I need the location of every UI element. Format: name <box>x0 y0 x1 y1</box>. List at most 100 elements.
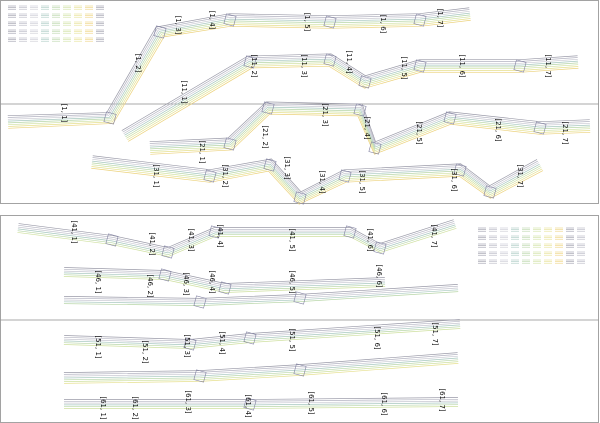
bundle-strand <box>63 397 458 400</box>
joint-box <box>203 169 217 183</box>
bundle-strand <box>123 56 578 134</box>
joint-box <box>413 13 427 27</box>
joint-box <box>153 25 167 39</box>
node-label: [21, 5] <box>415 121 423 145</box>
bundle-strand <box>64 319 460 340</box>
bundle-strand <box>63 276 386 293</box>
bundle-strand <box>63 355 458 377</box>
joint-box <box>413 59 427 73</box>
bundle-chain-41 <box>17 219 457 259</box>
bundle-strand <box>18 222 455 252</box>
node-label: [41, 1] <box>70 220 78 244</box>
node-label: [51, 3] <box>183 334 191 358</box>
bundle-strand <box>122 55 578 133</box>
joint-box <box>293 363 307 377</box>
joint-box <box>223 137 237 151</box>
joint-box <box>243 331 257 345</box>
node-label: [41, 6] <box>366 228 374 252</box>
node-label: [51, 4] <box>218 331 226 355</box>
bundle-chain-46b <box>63 284 459 309</box>
joint-box <box>263 158 277 172</box>
joint-box <box>243 55 257 69</box>
legend-top-left <box>8 5 104 42</box>
bundle-strand <box>64 322 460 344</box>
bundle-strand <box>64 320 460 342</box>
bundle-strand <box>149 105 590 146</box>
node-label: [1, 1] <box>60 104 68 123</box>
node-label: [61, 2] <box>131 396 139 420</box>
joint-box <box>373 241 387 255</box>
node-label: [51, 7] <box>431 322 439 346</box>
node-label: [1, 6] <box>379 15 387 34</box>
joint-box <box>261 101 275 115</box>
node-label: [41, 7] <box>430 224 438 248</box>
node-label: [1, 7] <box>436 9 444 28</box>
bundle-strand <box>7 12 470 122</box>
node-label: [61, 3] <box>184 390 192 414</box>
joint-box <box>453 163 467 177</box>
node-label: [1, 4] <box>208 11 216 30</box>
bundle-strand <box>8 19 471 129</box>
joint-box <box>293 291 307 305</box>
bundle-chain-11 <box>121 53 579 142</box>
node-label: [61, 6] <box>380 392 388 416</box>
bundle-strand <box>150 108 591 150</box>
bundle-strand <box>63 398 458 402</box>
node-label: [61, 5] <box>307 391 315 415</box>
bundle-chain-1 <box>7 7 471 129</box>
bundle-strand <box>124 58 578 136</box>
joint-box <box>533 121 547 135</box>
joint-box <box>513 59 527 73</box>
node-label: [46, 4] <box>208 270 216 294</box>
node-label: [41, 4] <box>216 224 224 248</box>
node-label: [21, 3] <box>321 103 329 127</box>
joint-box <box>338 169 352 183</box>
joint-box <box>161 245 175 259</box>
node-label: [1, 5] <box>303 13 311 32</box>
node-label: [41, 3] <box>187 228 195 252</box>
bundle-strand <box>92 160 540 198</box>
bundle-strand <box>150 112 591 153</box>
bundle-strand <box>64 402 459 406</box>
bundle-strand <box>8 16 471 126</box>
node-label: [41, 5] <box>288 228 296 252</box>
bundle-chain-61 <box>63 397 459 411</box>
bundle-strand <box>91 166 543 203</box>
bundle-strand <box>92 155 538 193</box>
node-label: [51, 2] <box>141 340 149 364</box>
node-label: [46, 5] <box>288 270 296 294</box>
node-label: [1, 2] <box>134 54 142 73</box>
bundle-strand <box>150 113 591 155</box>
node-label: [11, 3] <box>300 54 308 78</box>
bundle-strand <box>7 9 470 118</box>
joint-box <box>243 397 257 411</box>
bundle-chain-51b <box>63 352 459 384</box>
bundle-strand <box>63 324 461 346</box>
node-label: [11, 1] <box>180 80 188 104</box>
joint-box <box>353 103 367 117</box>
node-label: [11, 2] <box>250 54 258 78</box>
bundle-strand <box>63 289 459 305</box>
bundle-strand <box>18 221 455 250</box>
node-label: [51, 6] <box>373 326 381 350</box>
bundle-strand <box>63 406 459 409</box>
bundle-strand <box>64 400 458 404</box>
node-label: [21, 1] <box>198 140 206 164</box>
bundle-strand <box>64 270 385 288</box>
joint-box <box>368 141 382 155</box>
bundle-strand <box>63 287 459 303</box>
node-label: [21, 7] <box>561 121 569 145</box>
node-label: [41, 2] <box>148 232 156 256</box>
node-label: [31, 3] <box>283 156 291 180</box>
bundle-chain-46 <box>63 267 386 295</box>
bundle-strand <box>63 291 459 306</box>
label-layer: [1, 1][1, 2][1, 3][1, 4][1, 5][1, 6][1, … <box>60 9 569 420</box>
bundle-strand <box>64 285 458 301</box>
bundle-strand <box>64 267 385 284</box>
panel-frame-2 <box>0 215 599 423</box>
legend-group <box>8 5 585 264</box>
bundle-strand <box>64 359 459 381</box>
node-label: [61, 4] <box>244 394 252 418</box>
bundle-strand <box>18 219 454 248</box>
bundle-strand <box>64 363 459 384</box>
